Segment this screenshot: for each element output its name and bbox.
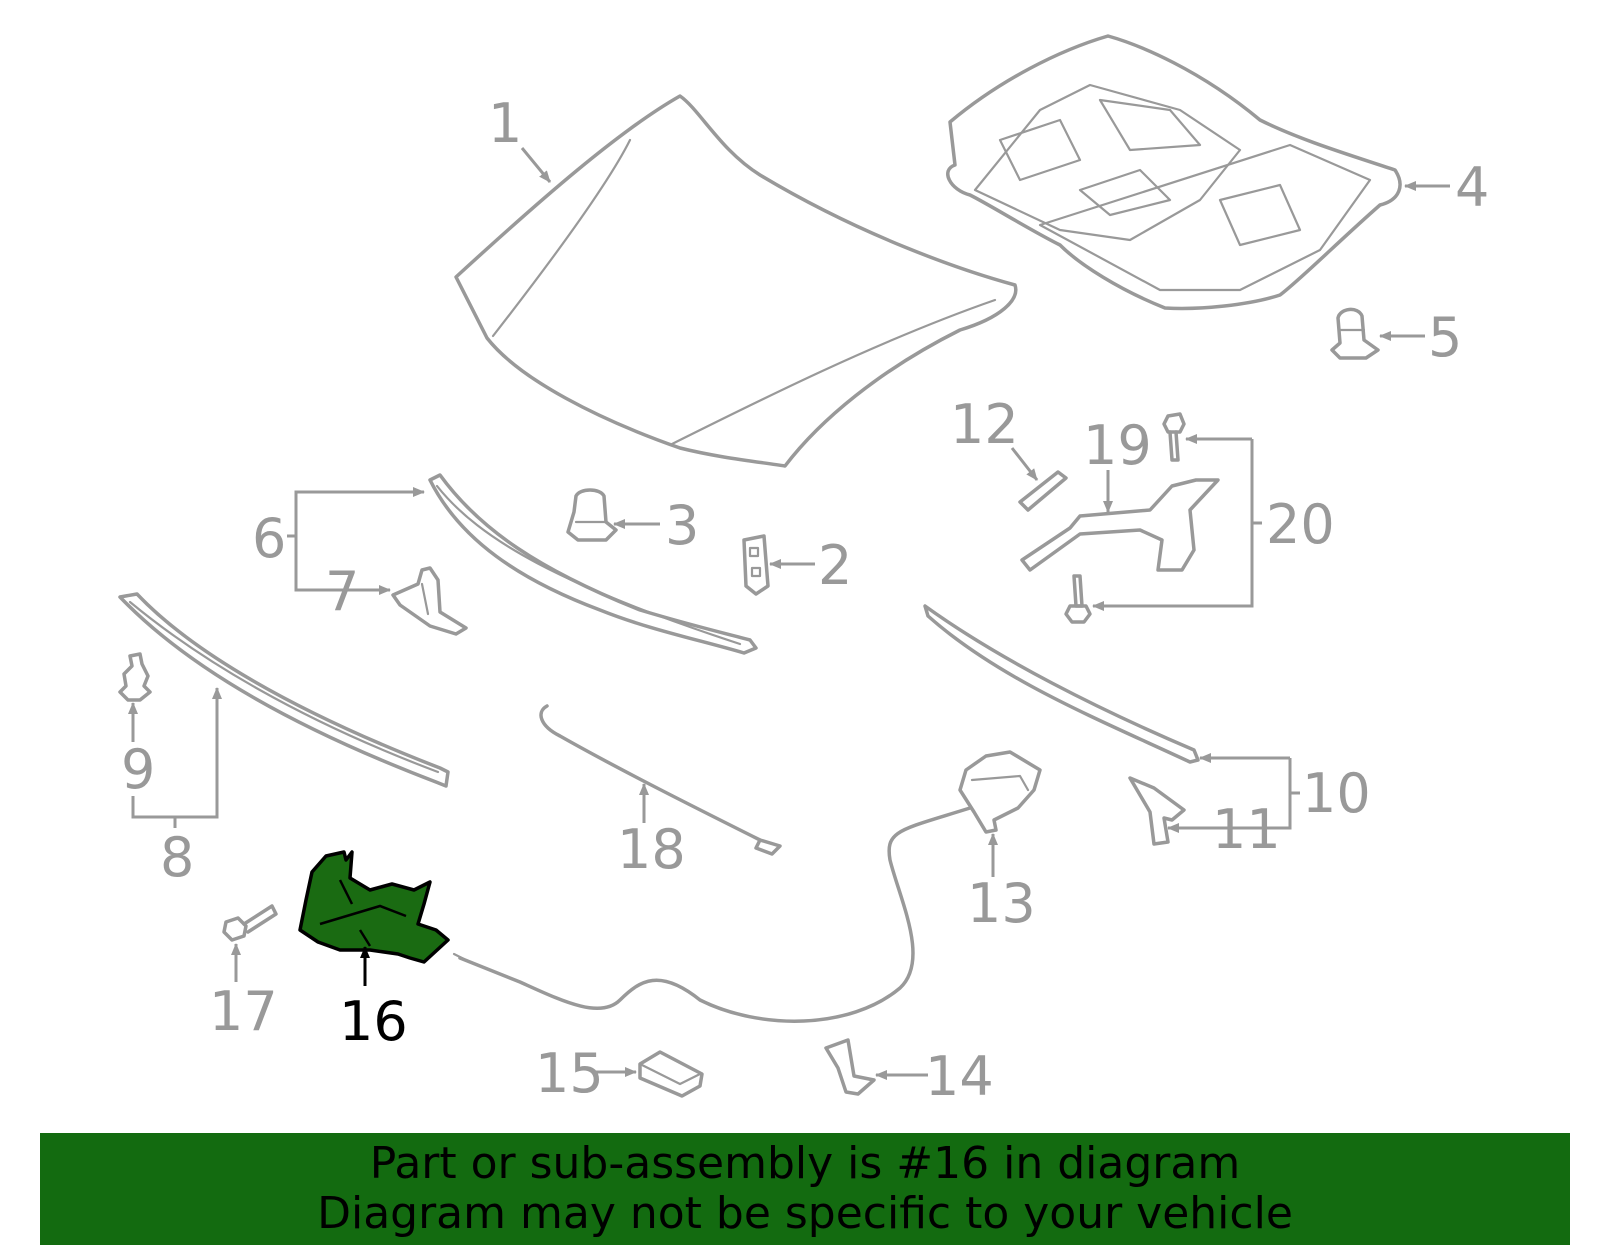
- callout-9: 9: [121, 738, 155, 801]
- banner-background: [40, 1133, 1570, 1245]
- part-20-bolt-top: [1162, 412, 1186, 462]
- banner-line-1: Part or sub-assembly is #16 in diagram: [369, 1138, 1241, 1189]
- callout-15: 15: [535, 1042, 604, 1105]
- callout-19: 19: [1083, 414, 1152, 477]
- callout-18: 18: [617, 818, 686, 881]
- callout-4: 4: [1455, 156, 1489, 219]
- part-6-front-seal: [428, 473, 758, 655]
- callout-20: 20: [1266, 493, 1335, 556]
- part-4-hood-insulator: [946, 34, 1402, 311]
- callout-6: 6: [252, 507, 286, 570]
- part-14-guide-clip: [824, 1038, 876, 1096]
- part-10-side-seal: [923, 604, 1200, 764]
- part-13-release-lever: [958, 750, 1042, 834]
- info-banner: Part or sub-assembly is #16 in diagram D…: [40, 1133, 1570, 1245]
- part-3-bumper: [566, 488, 618, 542]
- callout-17: 17: [209, 980, 278, 1043]
- part-1-hood: [454, 94, 1018, 468]
- callout-3: 3: [665, 494, 699, 557]
- part-17-bolt: [222, 904, 278, 942]
- callout-14: 14: [925, 1045, 994, 1108]
- callout-2: 2: [818, 534, 852, 597]
- callout-13: 13: [967, 872, 1036, 935]
- part-11-bracket: [1128, 776, 1186, 846]
- part-5-clip: [1330, 307, 1380, 360]
- part-18-support-rod: [539, 704, 782, 856]
- part-12-pad: [1018, 470, 1068, 512]
- part-9-clip: [118, 652, 152, 702]
- callout-10: 10: [1302, 762, 1371, 825]
- banner-line-2: Diagram may not be specific to your vehi…: [317, 1188, 1293, 1239]
- callout-7: 7: [325, 560, 359, 623]
- callout-16: 16: [339, 990, 408, 1053]
- part-7-bracket: [391, 566, 468, 636]
- part-20-bolt-bottom: [1064, 574, 1092, 624]
- release-cable: [452, 806, 972, 1023]
- part-15-cable-clip: [638, 1050, 704, 1098]
- callout-8: 8: [160, 826, 194, 889]
- callout-12: 12: [950, 393, 1019, 456]
- callout-5: 5: [1428, 306, 1462, 369]
- callout-1: 1: [488, 92, 522, 155]
- callout-11: 11: [1212, 798, 1281, 861]
- part-19-support-bracket: [1020, 478, 1220, 572]
- part-8-rear-seal: [118, 592, 450, 788]
- part-16-hood-latch: [298, 850, 450, 964]
- part-2-plate: [742, 534, 770, 596]
